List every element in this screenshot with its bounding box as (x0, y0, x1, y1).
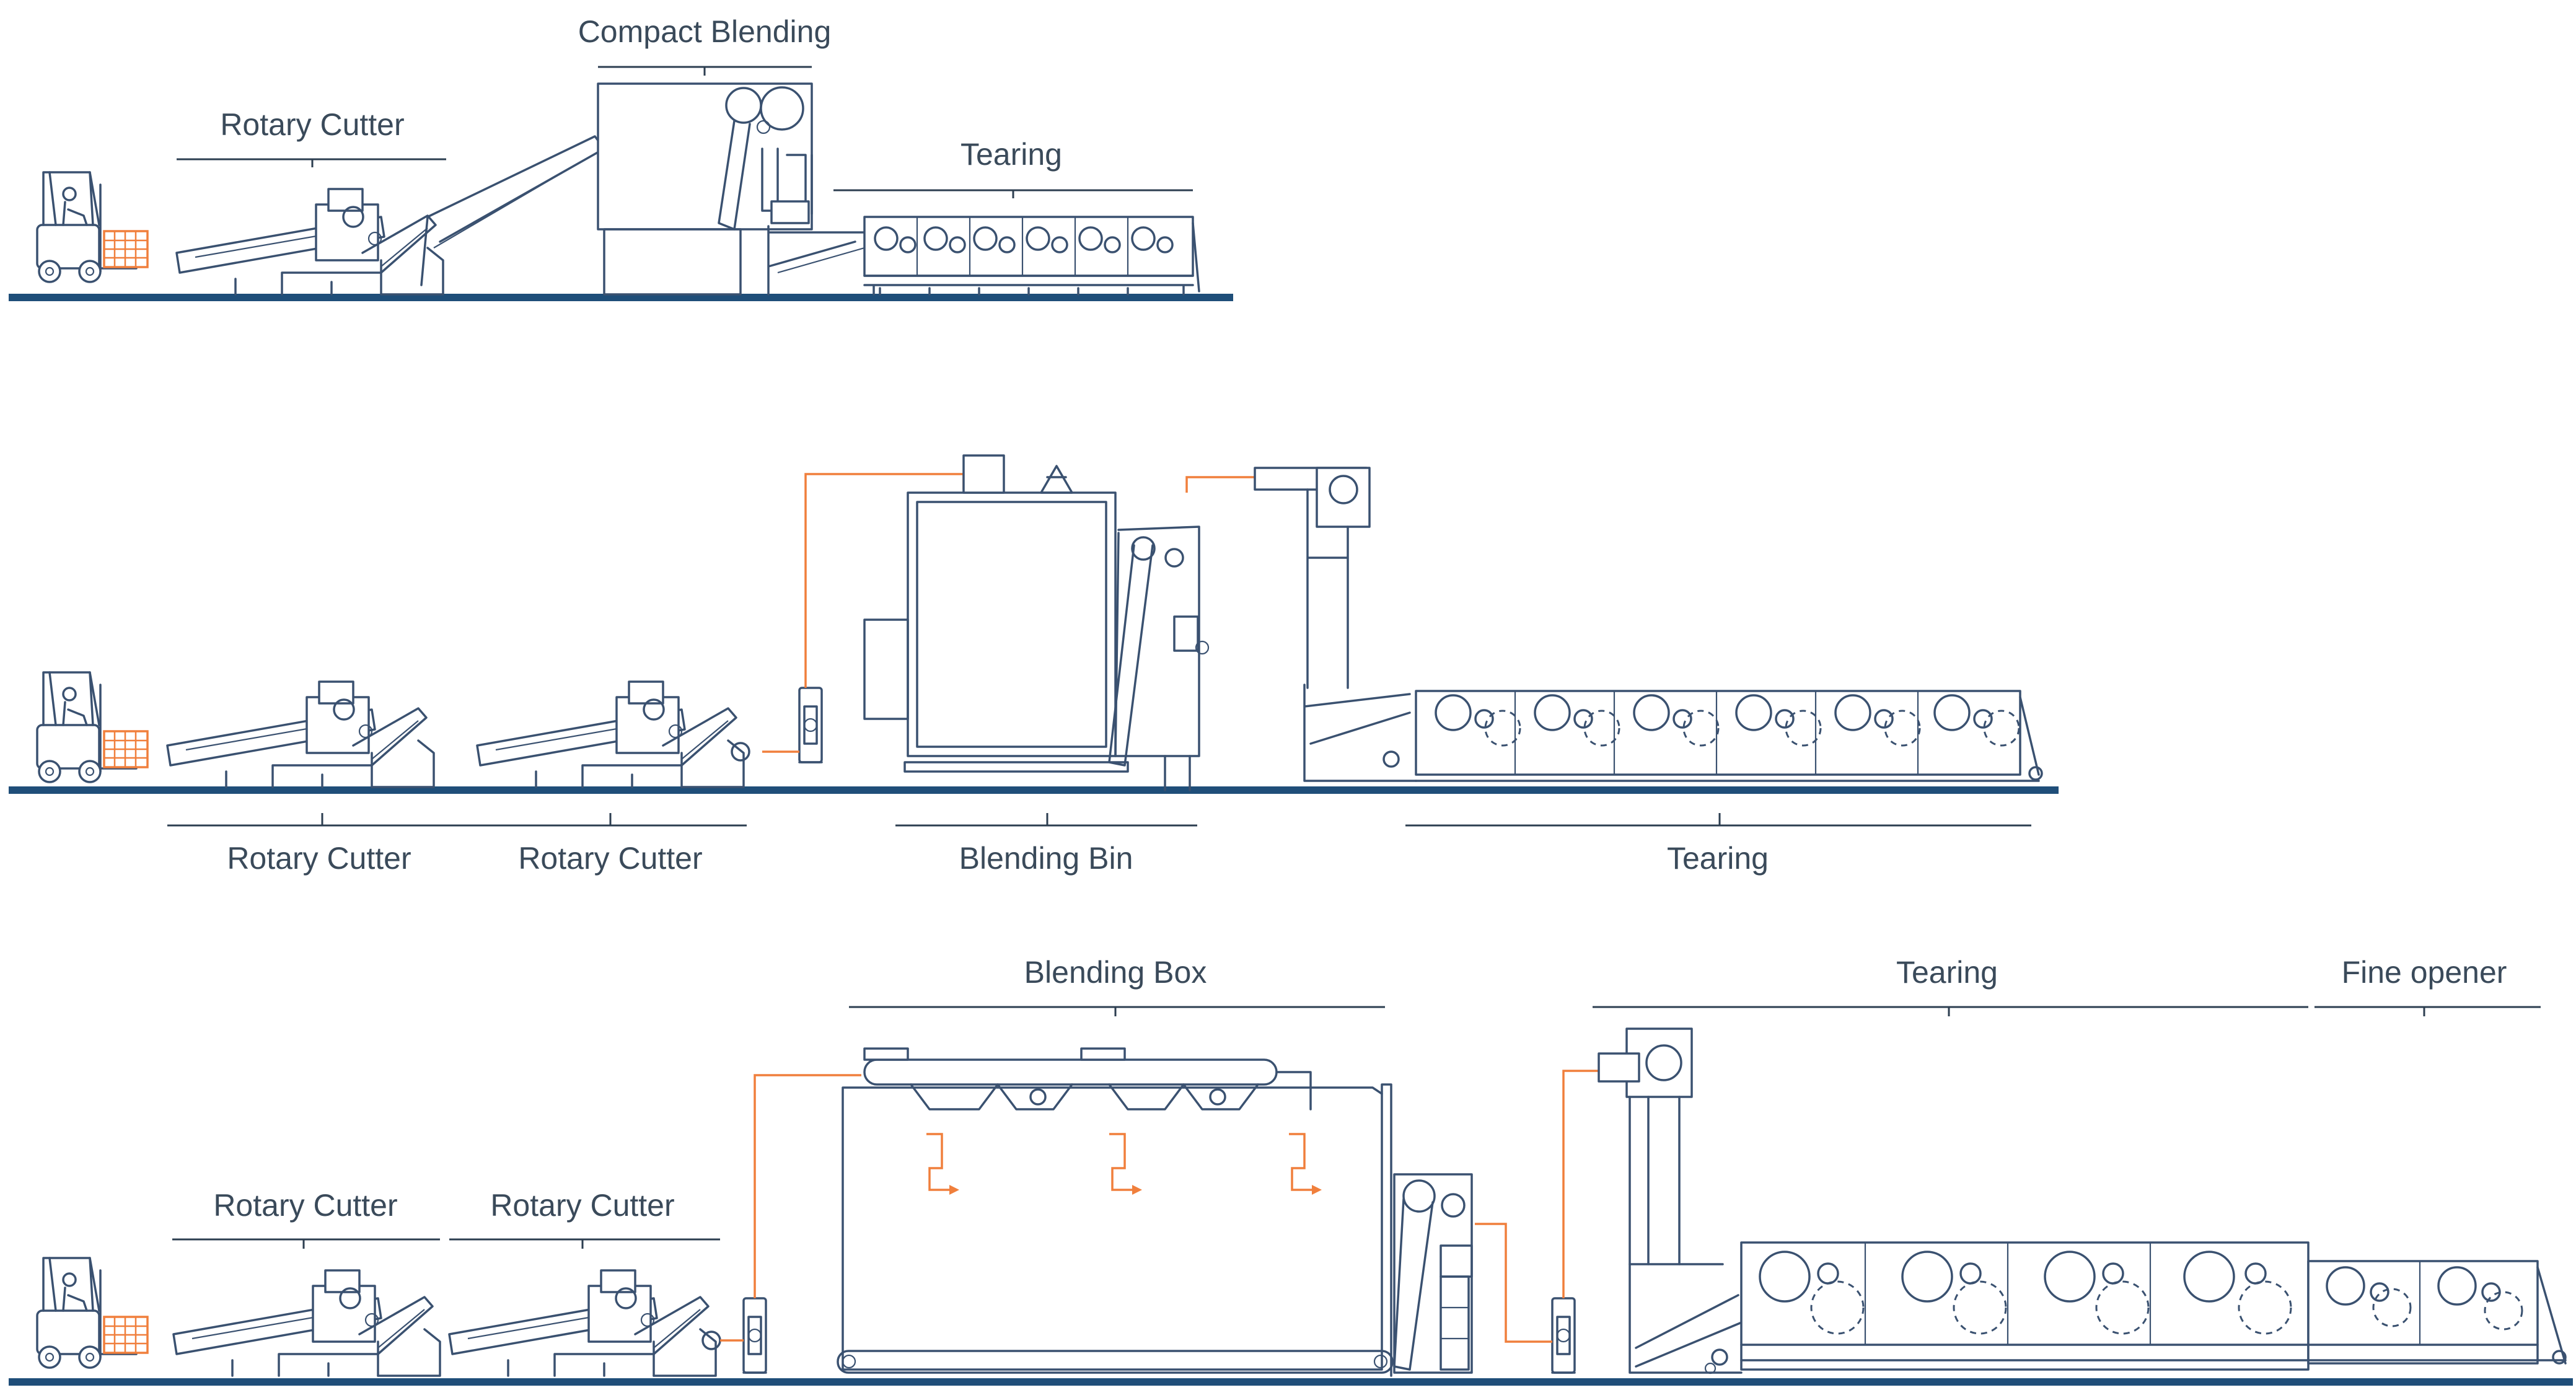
bracket-blending-box (849, 1006, 1385, 1016)
bracket-tearing (1405, 813, 2031, 827)
condenser-icon (742, 1297, 767, 1374)
forklift-icon (36, 171, 149, 283)
label-tearing: Tearing (961, 137, 1062, 172)
label-blending-box: Blending Box (1024, 955, 1207, 990)
label-rotary-cutter: Rotary Cutter (220, 107, 404, 142)
tearing-machine-icon (1254, 467, 2043, 782)
rotary-cutter-icon (476, 680, 745, 788)
line-2: Rotary Cutter Rotary Cutter Blending Bin… (9, 454, 2059, 876)
bracket-tearing (1593, 1006, 2308, 1016)
bracket-blending-bin (895, 813, 1197, 827)
pneumatic-duct-icon (720, 1074, 861, 1342)
label-rotary-cutter-1: Rotary Cutter (227, 841, 411, 876)
blending-box-icon (837, 1047, 1394, 1377)
label-blending-bin: Blending Bin (959, 841, 1133, 876)
condenser-icon (798, 687, 823, 763)
label-rotary-cutter-2: Rotary Cutter (518, 841, 702, 876)
bracket-tearing (833, 189, 1193, 198)
fine-opener-icon (2307, 1260, 2567, 1365)
label-tearing: Tearing (1667, 841, 1769, 876)
bracket-fine-opener (2314, 1006, 2541, 1016)
label-rotary-cutter-1: Rotary Cutter (213, 1188, 397, 1223)
forklift-icon (36, 1257, 149, 1369)
rotary-cutter-icon (448, 1269, 717, 1377)
rotary-cutter-icon (166, 680, 435, 788)
label-compact-blending: Compact Blending (578, 14, 832, 49)
label-tearing: Tearing (1896, 955, 1998, 990)
line-3: Rotary Cutter Rotary Cutter Blending Box… (9, 955, 2573, 1386)
bracket-rotary-cutter (167, 813, 747, 827)
tearing-machine-icon (1598, 1027, 2310, 1375)
line-1: Rotary Cutter Compact Blending Tearing (9, 14, 1233, 301)
rotary-cutter-icon (175, 188, 444, 296)
blending-bin-icon (863, 454, 1210, 791)
condenser-icon (1551, 1297, 1576, 1374)
bracket-rotary-cutter (172, 1238, 720, 1249)
label-rotary-cutter-2: Rotary Cutter (490, 1188, 674, 1223)
lattice-feeder (1393, 1173, 1473, 1374)
label-fine-opener: Fine opener (2342, 955, 2507, 990)
bracket-compact-blending (598, 66, 812, 76)
inclined-conveyor (420, 135, 605, 286)
forklift-icon (36, 671, 149, 783)
rotary-cutter-icon (172, 1269, 441, 1377)
bracket-rotary-cutter (177, 158, 446, 167)
tearing-machine-icon (767, 216, 1200, 296)
